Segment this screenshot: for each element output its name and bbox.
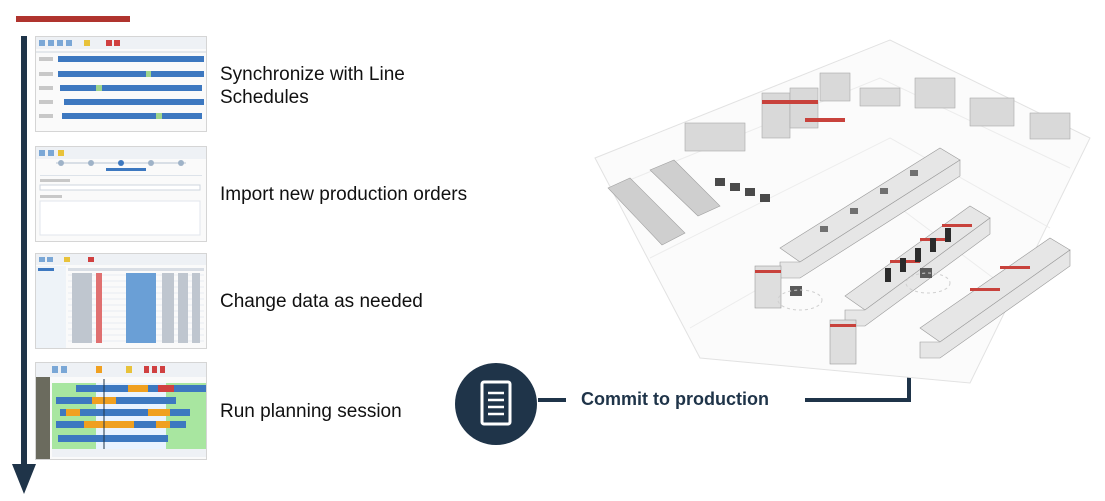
- step-label-synchronize: Synchronize with Line Schedules: [220, 64, 405, 108]
- planning-gantt-preview: [36, 363, 206, 459]
- step-label-planning: Run planning session: [220, 401, 402, 422]
- accent-bar: [16, 16, 130, 22]
- data-table-preview: [36, 254, 206, 348]
- line-schedule-thumbnail[interactable]: [35, 36, 207, 132]
- factory-floor-illustration: [594, 39, 1091, 384]
- change-data-thumbnail[interactable]: [35, 253, 207, 349]
- step-label-change-data: Change data as needed: [220, 291, 423, 312]
- step-label-import: Import new production orders: [220, 184, 468, 205]
- document-icon: [455, 363, 537, 445]
- timeline-arrow-icon: [12, 36, 36, 494]
- commit-label: Commit to production: [581, 389, 769, 409]
- planning-session-thumbnail[interactable]: [35, 362, 207, 460]
- commit-connector-right: [805, 398, 911, 402]
- import-wizard-preview: [36, 147, 206, 236]
- commit-connector-left: [538, 398, 566, 402]
- line-schedule-preview: [36, 37, 206, 119]
- import-orders-thumbnail[interactable]: [35, 146, 207, 242]
